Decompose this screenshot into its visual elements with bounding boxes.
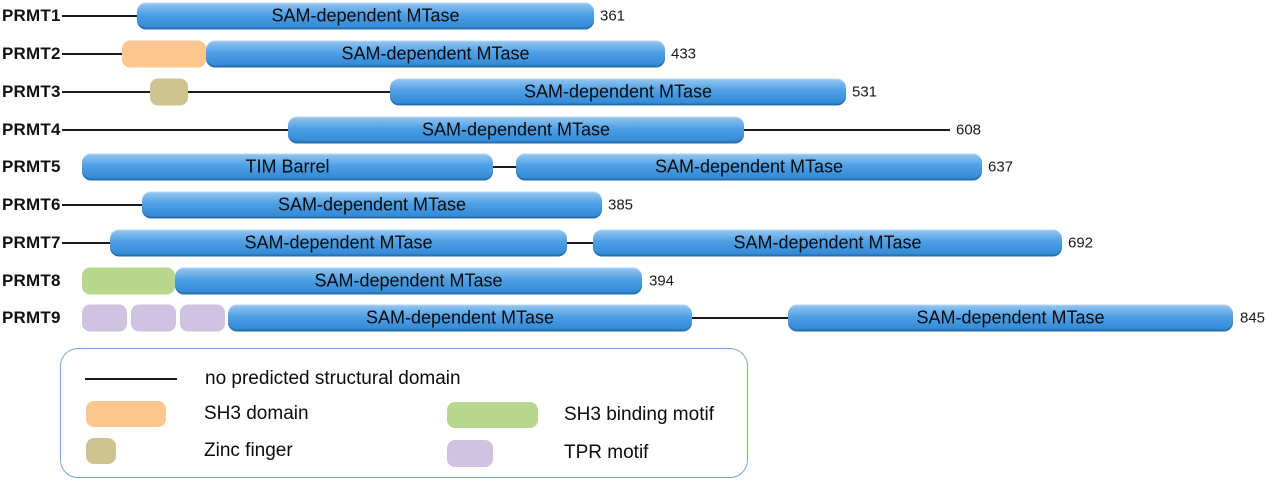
protein-name-label: PRMT4 <box>2 120 61 139</box>
legend-label-no-domain: no predicted structural domain <box>205 368 461 389</box>
residue-count: 385 <box>608 196 634 214</box>
legend-box: no predicted structural domain SH3 domai… <box>60 348 748 478</box>
protein-row-prmt8: PRMT8 SAM-dependent MTase 394 <box>0 262 1268 300</box>
linker-line <box>62 91 150 93</box>
domain-sam-dependent-mtase: SAM-dependent MTase <box>516 153 982 181</box>
protein-name-label: PRMT5 <box>2 157 61 176</box>
sh3-binding-motif-segment <box>82 267 175 295</box>
protein-name-label: PRMT3 <box>2 82 61 101</box>
legend-label-sh3-binding-motif: SH3 binding motif <box>564 404 714 425</box>
protein-row-prmt2: PRMT2 SAM-dependent MTase 433 <box>0 35 1268 73</box>
domain-sam-dependent-mtase: SAM-dependent MTase <box>206 40 665 68</box>
domain-sam-dependent-mtase: SAM-dependent MTase <box>137 2 594 30</box>
protein-name-label: PRMT2 <box>2 44 61 63</box>
residue-count: 608 <box>956 121 982 139</box>
legend-label-sh3-domain: SH3 domain <box>204 403 309 424</box>
protein-row-prmt9: PRMT9 SAM-dependent MTase SAM-dependent MT… <box>0 299 1268 337</box>
domain-sam-dependent-mtase: SAM-dependent MTase <box>175 267 642 295</box>
protein-row-prmt4: PRMT4 SAM-dependent MTase 608 <box>0 111 1268 149</box>
linker-line <box>493 166 516 168</box>
residue-count: 637 <box>988 158 1014 176</box>
tpr-motif-segment <box>180 304 225 332</box>
linker-line-sample <box>85 378 177 380</box>
protein-name-label: PRMT9 <box>2 308 61 327</box>
sh3-binding-motif-swatch <box>447 402 538 428</box>
residue-count: 433 <box>671 45 697 63</box>
linker-line <box>62 53 122 55</box>
protein-name-label: PRMT1 <box>2 6 61 25</box>
legend-label-zinc-finger: Zinc finger <box>204 440 293 461</box>
domain-sam-dependent-mtase: SAM-dependent MTase <box>593 229 1062 257</box>
tpr-motif-segment <box>82 304 127 332</box>
sh3-domain-segment <box>122 40 206 68</box>
domain-sam-dependent-mtase: SAM-dependent MTase <box>288 116 744 144</box>
linker-line <box>62 15 137 17</box>
zinc-finger-swatch <box>86 438 116 464</box>
linker-line <box>567 242 593 244</box>
protein-name-label: PRMT7 <box>2 233 61 252</box>
tpr-motif-segment <box>131 304 176 332</box>
domain-sam-dependent-mtase: SAM-dependent MTase <box>788 304 1233 332</box>
residue-count: 845 <box>1240 309 1266 327</box>
domain-tim-barrel: TIM Barrel <box>82 153 493 181</box>
protein-row-prmt7: PRMT7 SAM-dependent MTase SAM-dependent MT… <box>0 224 1268 262</box>
linker-line <box>692 317 788 319</box>
legend-label-tpr-motif: TPR motif <box>564 442 649 463</box>
linker-line <box>62 129 288 131</box>
linker-line <box>62 204 142 206</box>
linker-line <box>62 242 110 244</box>
protein-row-prmt1: PRMT1 SAM-dependent MTase 361 <box>0 0 1268 35</box>
domain-sam-dependent-mtase: SAM-dependent MTase <box>110 229 567 257</box>
domain-sam-dependent-mtase: SAM-dependent MTase <box>142 191 602 219</box>
sh3-domain-swatch <box>86 401 166 427</box>
residue-count: 361 <box>600 7 626 25</box>
domain-sam-dependent-mtase: SAM-dependent MTase <box>390 78 846 106</box>
protein-row-prmt6: PRMT6 SAM-dependent MTase 385 <box>0 186 1268 224</box>
protein-name-label: PRMT8 <box>2 271 61 290</box>
domain-sam-dependent-mtase: SAM-dependent MTase <box>228 304 692 332</box>
residue-count: 531 <box>852 83 878 101</box>
residue-count: 692 <box>1068 234 1094 252</box>
residue-count: 394 <box>649 272 675 290</box>
linker-line <box>188 91 390 93</box>
zinc-finger-segment <box>150 78 188 106</box>
protein-row-prmt5: PRMT5 TIM Barrel SAM-dependent MTase 637 <box>0 148 1268 186</box>
tpr-motif-swatch <box>447 440 493 467</box>
protein-row-prmt3: PRMT3 SAM-dependent MTase 531 <box>0 73 1268 111</box>
linker-line <box>744 129 950 131</box>
protein-name-label: PRMT6 <box>2 195 61 214</box>
